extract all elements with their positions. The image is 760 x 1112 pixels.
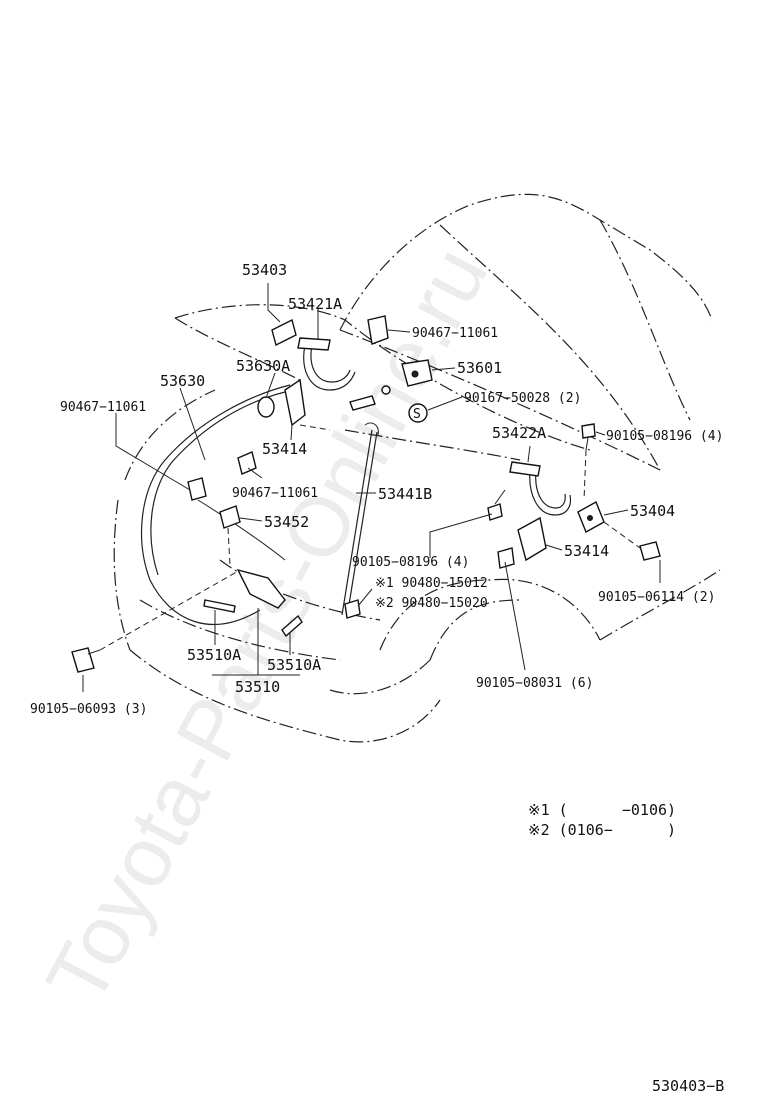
part-90105-08031 — [497, 547, 515, 569]
legend-note-2: ※2 (0106− ) — [528, 821, 676, 839]
part-90105-06114 — [639, 541, 661, 561]
legend-note-1: ※1 ( −0106) — [528, 801, 676, 819]
callout-53441B: 53441B — [378, 485, 432, 503]
callout-53452: 53452 — [264, 513, 309, 531]
part-90105-06093 — [71, 647, 101, 673]
callout-90105-08031: 90105−08031 (6) — [476, 676, 593, 691]
watermark: Toyota-Parts-Online.ru — [28, 232, 506, 1018]
callout-53630A: 53630A — [236, 357, 290, 375]
part-90105-08196-mid — [487, 489, 506, 521]
leader-lines — [82, 283, 661, 692]
callout-90480-1: ※1 90480−15012 — [375, 576, 488, 591]
s-mark-label: S — [413, 407, 421, 422]
part-53452 — [219, 505, 241, 529]
callout-53601: 53601 — [457, 359, 502, 377]
part-53422A — [509, 461, 572, 516]
part-53630A — [257, 396, 275, 418]
callout-labels: 53403 53421A 90467−11061 53601 53630A 53… — [30, 261, 723, 717]
hood-release-cable — [141, 384, 291, 625]
hood-support-rod — [341, 422, 379, 618]
part-53421A — [297, 337, 356, 391]
part-90467-top — [367, 315, 389, 345]
part-53414-left — [284, 378, 306, 427]
s-mark-icon: S — [408, 403, 428, 423]
callout-53421A: 53421A — [288, 295, 342, 313]
callout-53404: 53404 — [630, 502, 675, 520]
part-90105-08196-top — [581, 423, 596, 451]
part-53510 — [203, 568, 303, 638]
part-53414-right — [517, 516, 547, 562]
callout-90467-top: 90467−11061 — [412, 326, 498, 341]
diagram-code: 530403−B — [652, 1077, 724, 1095]
part-53601 — [401, 359, 433, 387]
callout-90167: 90167−50028 (2) — [464, 391, 581, 406]
callout-53630: 53630 — [160, 372, 205, 390]
callout-53422A: 53422A — [492, 424, 546, 442]
callout-90105-06114: 90105−06114 (2) — [598, 590, 715, 605]
callout-53510: 53510 — [235, 678, 280, 696]
part-90467-left — [187, 477, 207, 501]
callout-90105-08196-mid: 90105−08196 (4) — [352, 555, 469, 570]
legend: ※1 ( −0106) ※2 (0106− ) — [528, 801, 676, 839]
part-53404 — [577, 501, 605, 533]
part-53403 — [271, 318, 297, 347]
callout-53510A-left: 53510A — [187, 646, 241, 664]
callout-53414-left: 53414 — [262, 440, 307, 458]
callout-53414-right: 53414 — [564, 542, 609, 560]
callout-90105-06093: 90105−06093 (3) — [30, 702, 147, 717]
part-90167 — [349, 385, 391, 411]
part-90467-mid — [237, 451, 257, 475]
callout-53510A-right: 53510A — [267, 656, 321, 674]
callout-90105-08196-top: 90105−08196 (4) — [606, 429, 723, 444]
part-90480 — [344, 599, 361, 619]
callout-90467-left: 90467−11061 — [60, 400, 146, 415]
callout-90467-mid: 90467−11061 — [232, 486, 318, 501]
callout-53403: 53403 — [242, 261, 287, 279]
callout-90480-2: ※2 90480−15020 — [375, 596, 488, 611]
